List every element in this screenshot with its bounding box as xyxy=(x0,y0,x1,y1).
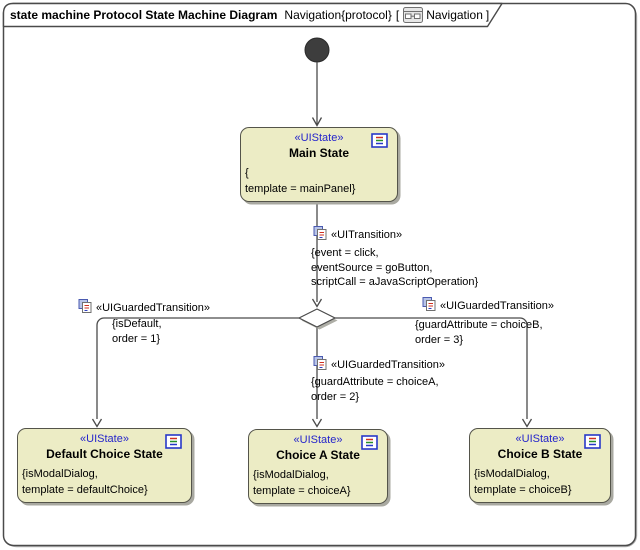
state-spec-icon[interactable] xyxy=(361,435,378,450)
state-stereotype: «UIState» xyxy=(293,434,343,446)
transition-stereotype-text: «UIGuardedTransition» xyxy=(96,301,210,314)
transition-attributes: {guardAttribute = choiceB, order = 3} xyxy=(415,319,543,346)
state-name: Default Choice State xyxy=(46,447,163,461)
state-attributes: {isModalDialog, template = choiceB} xyxy=(474,468,572,496)
state-stereotype: «UIState» xyxy=(294,132,344,144)
choice-diamond[interactable] xyxy=(297,308,337,328)
transition-attributes: {event = click, eventSource = goButton, … xyxy=(311,247,479,288)
nav-label: Navigation xyxy=(426,8,483,22)
state-choice-a[interactable]: «UIState» Choice A State {isModalDialog,… xyxy=(248,429,388,504)
bracket-open: [ xyxy=(395,8,400,22)
bracket-close: ] xyxy=(485,8,490,22)
state-stereotype: «UIState» xyxy=(80,433,129,445)
state-stereotype: «UIState» xyxy=(515,433,565,445)
transition-choice-to-a[interactable] xyxy=(311,327,323,428)
choice-pseudostate[interactable] xyxy=(297,308,338,330)
state-spec-icon[interactable] xyxy=(584,434,601,449)
stereotype-icon xyxy=(422,297,436,314)
state-attributes: {isModalDialog, template = choiceA} xyxy=(253,469,351,497)
diagram-kind-and-name: state machine Protocol State Machine Dia… xyxy=(10,8,278,22)
stereotype-icon xyxy=(313,226,327,243)
state-spec-icon[interactable] xyxy=(371,133,388,148)
initial-node[interactable] xyxy=(304,37,330,63)
state-spec-icon[interactable] xyxy=(165,434,182,449)
transition-main-to-choice[interactable] xyxy=(311,202,323,308)
transition-stereotype-text: «UIGuardedTransition» xyxy=(331,358,445,371)
transition-choice-to-default[interactable] xyxy=(91,317,300,428)
diagram-title-bar[interactable]: state machine Protocol State Machine Dia… xyxy=(10,6,489,24)
state-name: Main State xyxy=(288,146,349,160)
state-attributes: {isModalDialog, template = defaultChoice… xyxy=(22,468,148,496)
transition-attributes: {isDefault, order = 1} xyxy=(112,318,162,345)
transition-stereotype-guarded-b[interactable]: «UIGuardedTransition» xyxy=(422,297,554,314)
transition-initial-to-main[interactable] xyxy=(311,62,323,127)
transition-stereotype-text: «UIGuardedTransition» xyxy=(440,299,554,312)
transition-stereotype-guarded-default[interactable]: «UIGuardedTransition» xyxy=(78,299,210,316)
stereotype-icon xyxy=(78,299,92,316)
stereotype-icon xyxy=(313,356,327,373)
state-main[interactable]: «UIState» Main State { template = mainPa… xyxy=(240,127,398,202)
state-attributes: { template = mainPanel} xyxy=(245,167,356,195)
transition-choice-to-b[interactable] xyxy=(335,317,533,428)
state-machine-diagram-icon xyxy=(403,7,424,23)
diagram-name-tab[interactable] xyxy=(2,2,503,28)
transition-attributes: {guardAttribute = choiceA, order = 2} xyxy=(311,376,439,403)
diagram-context: Navigation{protocol} xyxy=(284,8,392,22)
state-name: Choice B State xyxy=(497,447,583,461)
state-choice-b[interactable]: «UIState» Choice B State {isModalDialog,… xyxy=(469,428,611,503)
transition-stereotype-uitransition[interactable]: «UITransition» xyxy=(313,226,402,243)
transition-stereotype-text: «UITransition» xyxy=(331,228,403,241)
state-name: Choice A State xyxy=(276,448,360,462)
state-default-choice[interactable]: «UIState» Default Choice State {isModalD… xyxy=(17,428,192,503)
transition-stereotype-guarded-a[interactable]: «UIGuardedTransition» xyxy=(313,356,445,373)
